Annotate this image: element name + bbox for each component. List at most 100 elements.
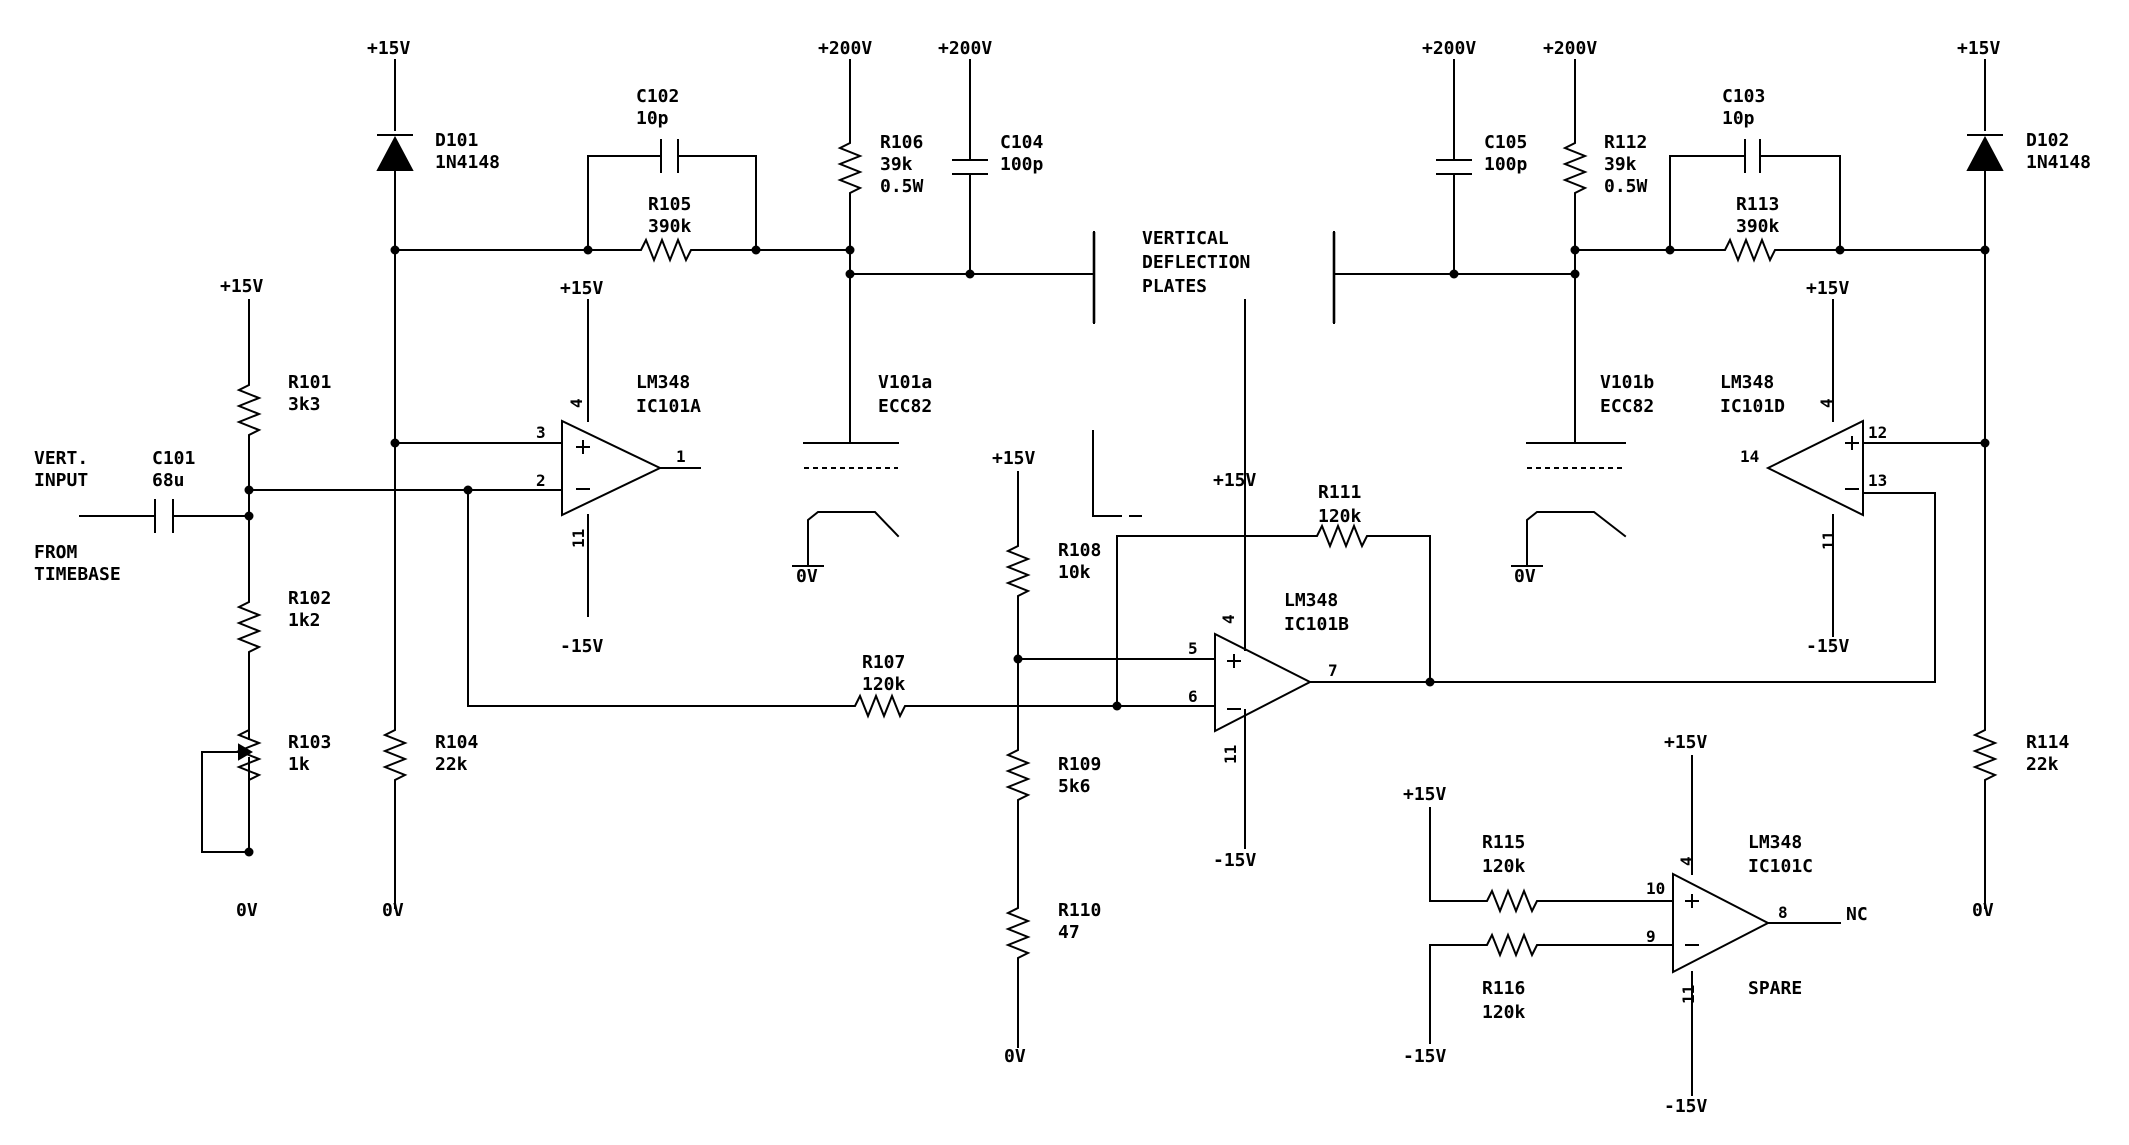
resistor-r113 <box>1719 237 1789 263</box>
rail-label: 0V <box>236 900 258 921</box>
d101-ref: D101 <box>435 130 478 151</box>
valve-v101b <box>1511 442 1627 567</box>
r115-value: 120k <box>1482 856 1526 877</box>
resistor-r110 <box>1005 892 1031 978</box>
pin-number: 6 <box>1188 687 1198 706</box>
pin-number: 2 <box>536 471 546 490</box>
resistor-r114 <box>1972 723 1998 801</box>
pin-number: 5 <box>1188 639 1198 658</box>
rail-label: +15V <box>1213 470 1257 491</box>
r104-ref: R104 <box>435 732 479 753</box>
junction-dot <box>1570 269 1580 279</box>
junction-dot <box>463 485 473 495</box>
plates-label-2: DEFLECTION <box>1142 252 1250 273</box>
r109-ref: R109 <box>1058 754 1101 775</box>
pin-number: 14 <box>1740 447 1759 466</box>
c103-value: 10p <box>1722 108 1755 129</box>
junction-dot <box>1425 677 1435 687</box>
junction-dot <box>1835 245 1845 255</box>
pin-number: 13 <box>1868 471 1887 490</box>
rail-label: +200V <box>938 38 992 59</box>
rail-label: +15V <box>1403 784 1447 805</box>
resistor-r112 <box>1562 136 1588 201</box>
rail-label: +15V <box>1664 732 1708 753</box>
r113-ref: R113 <box>1736 194 1779 215</box>
r101-value: 3k3 <box>288 394 321 415</box>
capacitor-c104 <box>952 159 988 175</box>
v101b-type: ECC82 <box>1600 396 1654 417</box>
pin-number: 4 <box>1219 614 1238 624</box>
r108-ref: R108 <box>1058 540 1101 561</box>
r111-value: 120k <box>1318 506 1362 527</box>
r114-ref: R114 <box>2026 732 2070 753</box>
resistor-r111 <box>1311 523 1381 549</box>
rail-label: 0V <box>1972 900 1994 921</box>
opamp-ic101d <box>1765 419 1864 517</box>
junction-dot <box>244 511 254 521</box>
r113-value: 390k <box>1736 216 1780 237</box>
ic101d-ref: IC101D <box>1720 396 1785 417</box>
resistor-r109 <box>1005 739 1031 827</box>
ic101c-type: LM348 <box>1748 832 1802 853</box>
rail-label: +15V <box>367 38 411 59</box>
pin-number: 4 <box>1677 856 1696 866</box>
pin-number: 11 <box>1221 745 1240 764</box>
r112-value: 39k <box>1604 154 1637 175</box>
resistor-r107 <box>849 693 926 719</box>
r102-value: 1k2 <box>288 610 321 631</box>
spare-label: SPARE <box>1748 978 1802 999</box>
rail-label: 0V <box>1004 1046 1026 1067</box>
r112-power: 0.5W <box>1604 176 1648 197</box>
rail-label: -15V <box>1806 636 1850 657</box>
ic101a-type: LM348 <box>636 372 690 393</box>
plates-label-3: PLATES <box>1142 276 1207 297</box>
junction-dot <box>244 847 254 857</box>
resistor-r116 <box>1481 932 1551 958</box>
d102-value: 1N4148 <box>2026 152 2091 173</box>
resistor-r105 <box>635 237 705 263</box>
c105-value: 100p <box>1484 154 1528 175</box>
resistor-r102 <box>236 595 262 661</box>
capacitor-c101 <box>154 499 174 533</box>
rail-label: +15V <box>1957 38 2001 59</box>
ic101d-type: LM348 <box>1720 372 1774 393</box>
opamp-ic101b <box>1214 632 1313 733</box>
input-label-vert: VERT. <box>34 448 88 469</box>
pin-number: 8 <box>1778 903 1788 922</box>
resistor-r108 <box>1005 539 1031 609</box>
rail-label: +200V <box>1422 38 1476 59</box>
nc-label: NC <box>1846 904 1868 925</box>
junction-dot <box>1665 245 1675 255</box>
resistor-r115 <box>1481 888 1551 914</box>
c101-ref: C101 <box>152 448 195 469</box>
r101-ref: R101 <box>288 372 331 393</box>
rail-label: 0V <box>382 900 404 921</box>
r115-ref: R115 <box>1482 832 1525 853</box>
junction-dot <box>1449 269 1459 279</box>
pin-number: 12 <box>1868 423 1887 442</box>
pin-number: 4 <box>1817 398 1836 408</box>
resistor-r101 <box>236 379 262 444</box>
plates-label-1: VERTICAL <box>1142 228 1229 249</box>
rail-label: -15V <box>560 636 604 657</box>
d102-ref: D102 <box>2026 130 2069 151</box>
v101b-ref: V101b <box>1600 372 1654 393</box>
r109-value: 5k6 <box>1058 776 1091 797</box>
r110-value: 47 <box>1058 922 1080 943</box>
pin-number: 7 <box>1328 661 1338 680</box>
junction-dot <box>583 245 593 255</box>
r116-ref: R116 <box>1482 978 1525 999</box>
c101-value: 68u <box>152 470 185 491</box>
v101a-ref: V101a <box>878 372 932 393</box>
rail-label: +200V <box>1543 38 1597 59</box>
capacitor-c102 <box>660 139 679 173</box>
junction-dot <box>845 245 855 255</box>
ic101b-ref: IC101B <box>1284 614 1349 635</box>
rail-label: +15V <box>220 276 264 297</box>
rail-label: 0V <box>796 566 818 587</box>
r106-power: 0.5W <box>880 176 924 197</box>
rail-label: 0V <box>1514 566 1536 587</box>
opamp-ic101a <box>561 419 663 517</box>
r103-ref: R103 <box>288 732 331 753</box>
